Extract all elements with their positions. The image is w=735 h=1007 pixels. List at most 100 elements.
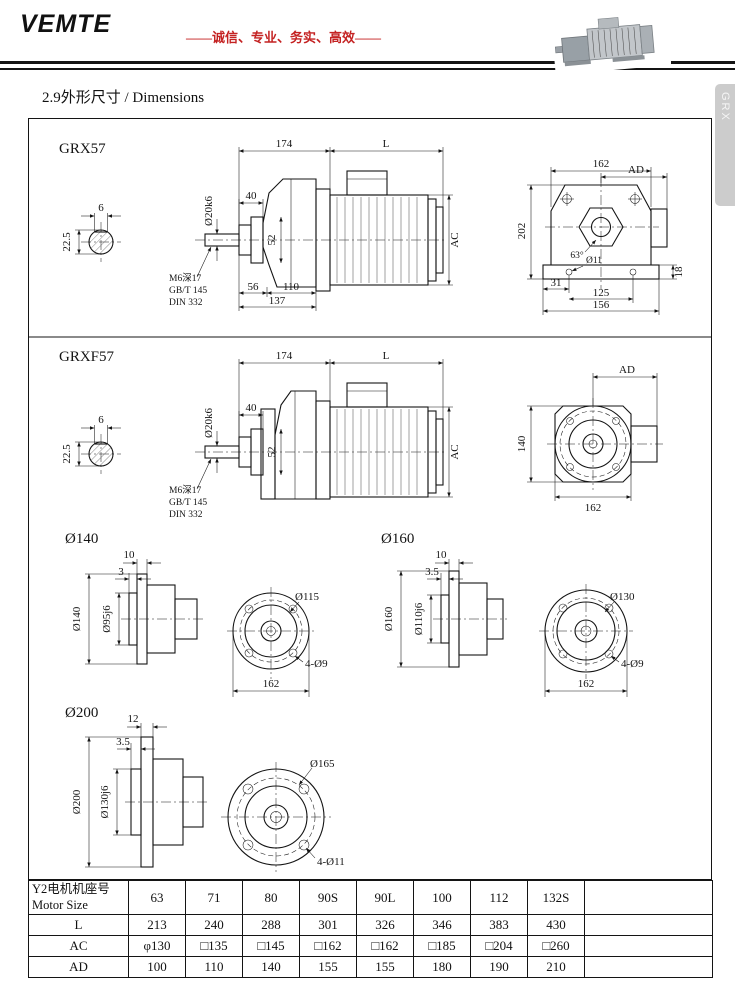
grx57-key-width: 6 [98, 202, 104, 214]
col-header-71: 71 [185, 880, 243, 915]
flange200-outer: Ø200 [71, 789, 83, 814]
grxf57-len-gear: 174 [276, 350, 293, 362]
grx57-d56: 56 [248, 281, 260, 293]
grxf57-front-width: 162 [585, 502, 602, 514]
flange200-d35: 3.5 [116, 736, 130, 748]
flange200-drawing: Ø200 12 3.5 Ø200 [65, 705, 345, 872]
col-header-80: 80 [242, 880, 300, 915]
cell: 155 [356, 956, 414, 978]
cell: 190 [470, 956, 528, 978]
grx57-motor-dia: AC [449, 232, 461, 247]
grx57-drawing: GRX57 6 22.5 [59, 138, 685, 315]
cell: 240 [185, 914, 243, 936]
dimension-drawings: GRX57 6 22.5 [29, 138, 711, 872]
flange160-outer: Ø160 [383, 606, 395, 631]
cell: 155 [299, 956, 357, 978]
grxf57-len-motor: L [383, 350, 390, 362]
cell: □145 [242, 935, 300, 957]
flange200-bolt-circle: Ø165 [310, 758, 335, 770]
grx57-front-ad: AD [628, 164, 644, 176]
grx57-d125: 125 [593, 287, 610, 299]
table-header-row: Y2电机机座号 Motor Size 63 71 80 90S 90L 100 … [28, 880, 713, 915]
grx57-d110: 110 [283, 281, 300, 293]
cell: 288 [242, 914, 300, 936]
grx57-tap-note: M6深17 [169, 273, 201, 284]
grx57-shaft-end-view: 6 22.5 [61, 202, 121, 262]
flange200-front-view: Ø165 4-Ø11 [221, 758, 345, 872]
flange200-spigot: Ø130j6 [99, 785, 111, 819]
flange140-d3: 3 [118, 566, 124, 578]
cell: 110 [185, 956, 243, 978]
grx57-shaft-dia: Ø20k6 [203, 196, 215, 226]
grxf57-shaft-end-view: 6 22.5 [61, 414, 121, 474]
cell: 140 [242, 956, 300, 978]
cell: 213 [128, 914, 186, 936]
grxf57-title: GRXF57 [59, 349, 115, 365]
cell: 301 [299, 914, 357, 936]
grxf57-front-ad: AD [619, 364, 635, 376]
motor-size-header: Y2电机机座号 Motor Size [28, 880, 129, 915]
grx57-std1: GB/T 145 [169, 286, 207, 296]
grx57-d18: 18 [673, 266, 685, 278]
col-header-63: 63 [128, 880, 186, 915]
grxf57-side-view: 174 L Ø20k6 40 52 AC [169, 350, 461, 520]
side-tab: GRX [715, 84, 735, 206]
grxf57-key-width: 6 [98, 414, 104, 426]
flange140-title: Ø140 [65, 531, 98, 547]
flange160-side-view: 10 3.5 Ø160 Ø110j6 [383, 549, 507, 668]
grx57-angle: 63° [570, 250, 584, 261]
header-rule-thin [0, 68, 735, 70]
cell: □162 [299, 935, 357, 957]
flange140-outer: Ø140 [71, 606, 83, 631]
grxf57-shaft-dia-label: 22.5 [61, 444, 73, 464]
grxf57-motor-dia: AC [449, 444, 461, 459]
cell-empty [584, 956, 713, 978]
flange140-width: 162 [263, 678, 280, 690]
cell: □162 [356, 935, 414, 957]
cell: □185 [413, 935, 471, 957]
flange160-title: Ø160 [381, 531, 414, 547]
grx57-shaft-dia-label: 22.5 [61, 232, 73, 252]
cell-empty [584, 935, 713, 957]
flange200-holes: 4-Ø11 [317, 856, 345, 868]
brand-logo: VEMTE [20, 10, 112, 38]
flange140-holes: 4-Ø9 [305, 658, 328, 670]
row-label-ac: AC [28, 935, 129, 957]
flange200-title: Ø200 [65, 705, 98, 721]
row-label-ad: AD [28, 956, 129, 978]
cell: 100 [128, 956, 186, 978]
grx57-d137: 137 [269, 295, 286, 307]
flange160-width: 162 [578, 678, 595, 690]
grx57-front-view: 162 AD 202 63° Ø11 [516, 158, 685, 315]
table-row-ac: AC φ130 □135 □145 □162 □162 □185 □204 □2… [28, 935, 713, 957]
grx57-title: GRX57 [59, 141, 106, 157]
cell: 430 [527, 914, 585, 936]
drawing-panel: GRX57 6 22.5 [28, 118, 712, 880]
cell: 180 [413, 956, 471, 978]
motor-size-header-cn: Y2电机机座号 [32, 881, 110, 896]
header-rule-thick [0, 61, 735, 64]
flange140-drawing: Ø140 10 3 Ø140 [65, 531, 328, 697]
table-row-ad: AD 100 110 140 155 155 180 190 210 [28, 956, 713, 978]
col-header-90l: 90L [356, 880, 414, 915]
flange200-side-view: 12 3.5 Ø200 Ø130j6 [71, 713, 209, 868]
grxf57-tap-note: M6深17 [169, 485, 201, 496]
dimension-table: Y2电机机座号 Motor Size 63 71 80 90S 90L 100 … [28, 880, 713, 978]
grx57-d52: 52 [266, 235, 278, 246]
flange160-holes: 4-Ø9 [621, 658, 644, 670]
flange140-bolt-circle: Ø115 [295, 591, 320, 603]
grxf57-std1: GB/T 145 [169, 498, 207, 508]
grxf57-front-view: AD 140 162 [516, 364, 663, 514]
grx57-std2: DIN 332 [169, 298, 203, 308]
flange160-spigot: Ø110j6 [413, 602, 425, 635]
table-row-l: L 213 240 288 301 326 346 383 430 [28, 914, 713, 936]
col-header-100: 100 [413, 880, 471, 915]
motor-photo [553, 12, 671, 70]
grxf57-drawing: GRXF57 6 22.5 [59, 349, 663, 520]
flange140-front-view: Ø115 162 4-Ø9 [227, 587, 328, 697]
grxf57-d52: 52 [266, 447, 278, 458]
col-header-112: 112 [470, 880, 528, 915]
cell: 383 [470, 914, 528, 936]
flange160-front-view: Ø130 162 4-Ø9 [539, 584, 644, 697]
flange140-spigot: Ø95j6 [101, 605, 113, 633]
